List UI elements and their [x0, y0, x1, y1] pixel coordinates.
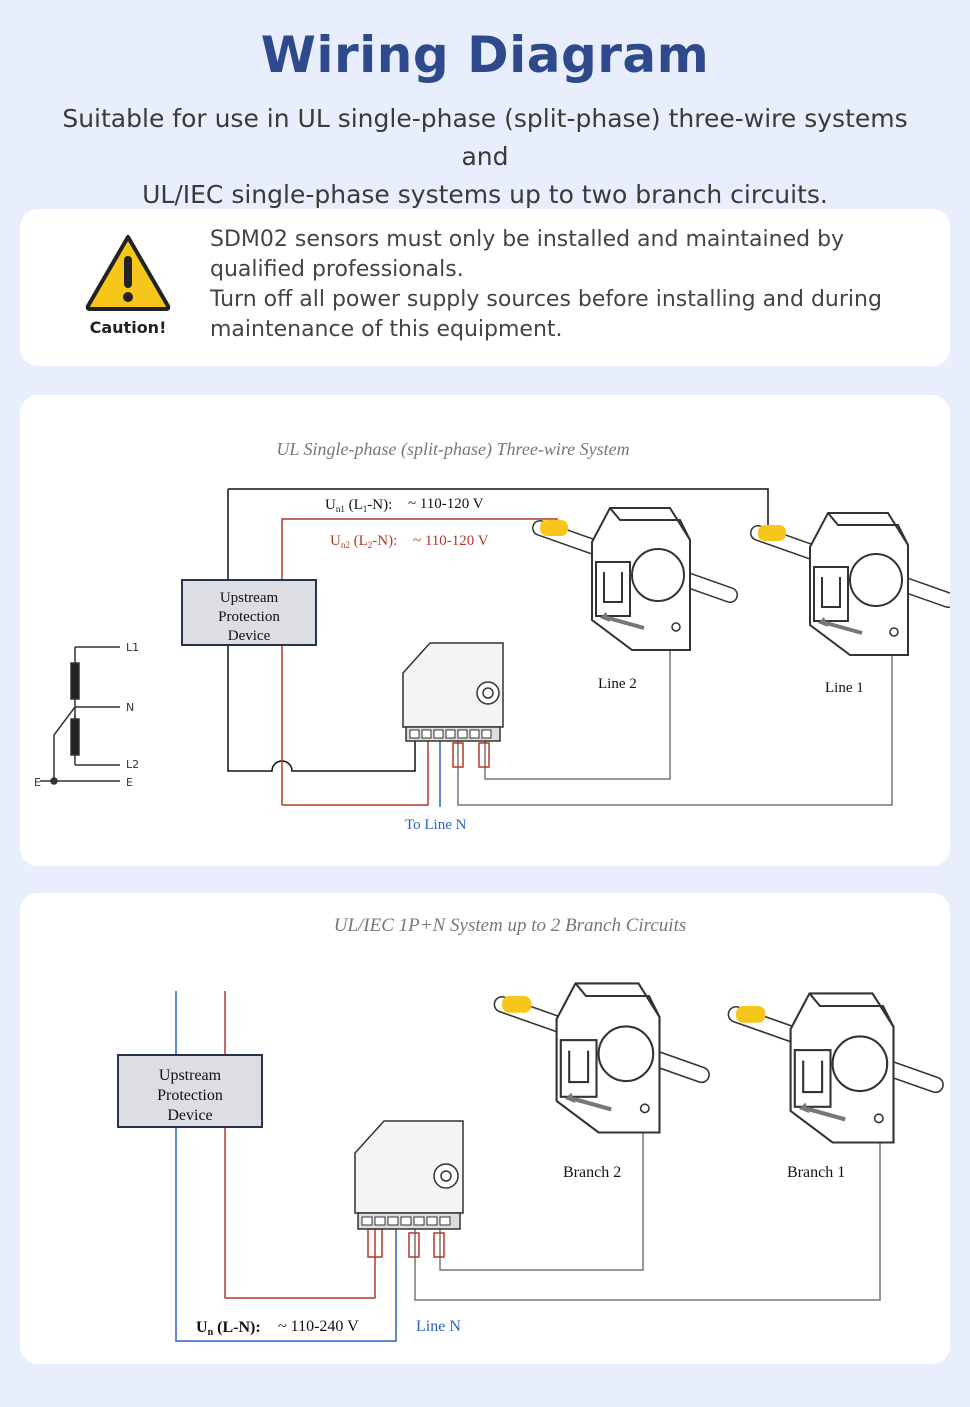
branch1-label: Branch 1	[787, 1164, 845, 1181]
transformer-symbol	[40, 646, 120, 785]
transformer-e-right-label: E	[126, 776, 133, 789]
upstream2-label-line2: Protection	[157, 1087, 223, 1104]
caution-text: SDM02 sensors must only be installed and…	[210, 225, 920, 345]
sdm02-device-2	[354, 1120, 464, 1230]
upstream2-label-line3: Device	[167, 1107, 212, 1124]
ct-lead-red-b2	[433, 1232, 445, 1258]
un2-voltage-value: ~ 110-120 V	[413, 533, 489, 549]
warning-icon	[85, 235, 171, 311]
page-subtitle: Suitable for use in UL single-phase (spl…	[40, 100, 930, 214]
ct-clamp-branch1	[727, 992, 944, 1144]
transformer-e-left-label: E	[34, 776, 41, 789]
diagram-card-1p-n: UL/IEC 1P+N System up to 2 Branch Circui…	[20, 893, 950, 1364]
line1-label: Line 1	[825, 680, 864, 696]
caution-line-1: SDM02 sensors must only be installed and…	[210, 227, 845, 282]
wire-ct-branch1	[414, 1121, 881, 1301]
upstream-protection-device-box-2	[117, 1054, 263, 1128]
ct-clamp-branch2	[493, 982, 710, 1134]
split-phase-wiring-diagram: UL Single-phase (split-phase) Three-wire…	[34, 439, 950, 833]
ct-clamp-line1	[750, 512, 950, 656]
un1-voltage-value: ~ 110-120 V	[408, 496, 484, 512]
wire-line2-red	[281, 518, 558, 805]
caution-label: Caution!	[89, 318, 167, 337]
single-phase-wiring-diagram: UL/IEC 1P+N System up to 2 Branch Circui…	[117, 915, 944, 1342]
upstream-protection-device-box	[181, 579, 317, 646]
ct-clamp-line2	[532, 507, 738, 651]
ct-lead-red-a2	[408, 1232, 420, 1258]
line-n-label: Line N	[416, 1318, 461, 1335]
upstream-label-line1: Upstream	[220, 590, 279, 606]
wire-ct-line2	[484, 635, 671, 780]
upstream2-label-line1: Upstream	[159, 1067, 222, 1084]
un2-voltage-label: Un2 (L2-N):	[330, 533, 397, 550]
ct-lead-red-a	[452, 742, 464, 768]
un-voltage-label: Un (L-N):	[196, 1319, 261, 1338]
caution-line-2: Turn off all power supply sources before…	[210, 287, 882, 342]
wire-line-red	[224, 991, 376, 1299]
upstream-label-line2: Protection	[218, 609, 280, 625]
page-title: Wiring Diagram	[260, 26, 710, 84]
wire-ct-branch2	[439, 1118, 644, 1271]
caution-card: Caution! SDM02 sensors must only be inst…	[20, 209, 950, 366]
wire-neutral-blue	[175, 991, 397, 1342]
un1-voltage-label: Un1 (L1-N):	[325, 497, 392, 514]
wire-line1-black	[228, 488, 769, 535]
diagram-card-split-phase: UL Single-phase (split-phase) Three-wire…	[20, 395, 950, 866]
subtitle-line-2: UL/IEC single-phase systems up to two br…	[142, 180, 828, 209]
sdm02-device	[402, 642, 504, 742]
transformer-l1-label: L1	[126, 641, 139, 654]
transformer-n-label: N	[126, 701, 134, 714]
to-line-n-label: To Line N	[405, 817, 467, 833]
upstream-label-line3: Device	[228, 628, 271, 644]
wire-l2-to-device	[282, 737, 429, 806]
ct-lead-red-b	[478, 742, 490, 768]
transformer-l2-label: L2	[126, 758, 139, 771]
subtitle-line-1: Suitable for use in UL single-phase (spl…	[62, 104, 908, 171]
branch2-label: Branch 2	[563, 1164, 621, 1181]
diagram1-title: UL Single-phase (split-phase) Three-wire…	[276, 439, 629, 460]
wire-ct-line1	[457, 643, 893, 806]
un-voltage-value: ~ 110-240 V	[278, 1318, 359, 1335]
diagram2-title: UL/IEC 1P+N System up to 2 Branch Circui…	[334, 915, 687, 936]
line2-label: Line 2	[598, 676, 637, 692]
